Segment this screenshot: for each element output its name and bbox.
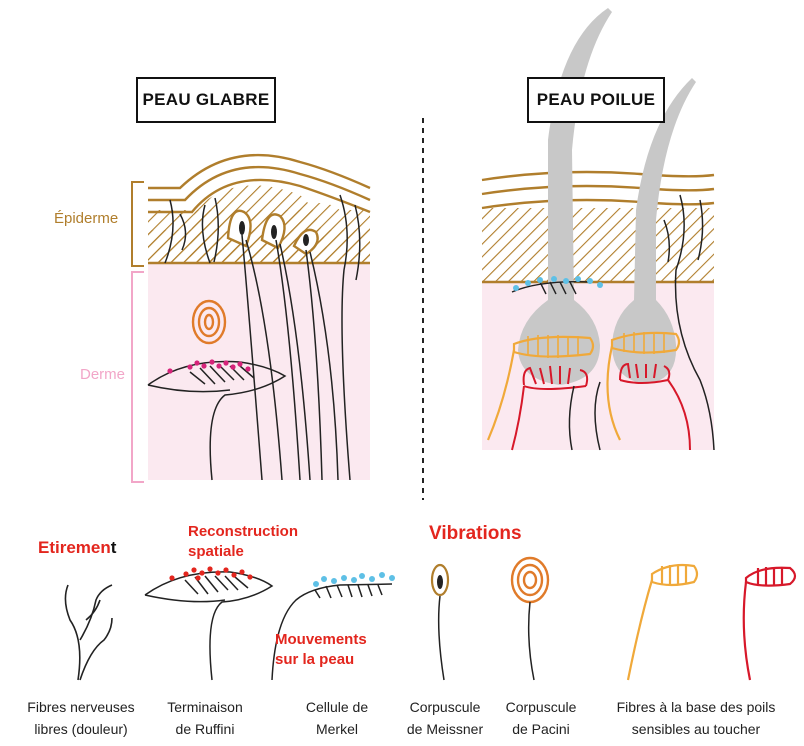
caption-line: de Pacini	[496, 718, 586, 740]
title-peau-poilue-text: PEAU POILUE	[537, 90, 656, 110]
caption-line: sensibles au toucher	[596, 718, 796, 740]
vibrations-annotation: Vibrations	[429, 523, 522, 545]
caption-line: Terminaison	[152, 696, 258, 718]
mouvements-line2: sur la peau	[275, 650, 367, 670]
free-nerve-endings-icon	[65, 585, 112, 680]
ruffini-icon	[145, 572, 272, 680]
title-peau-glabre-text: PEAU GLABRE	[142, 90, 269, 110]
caption-line: Fibres nerveuses	[14, 696, 148, 718]
caption-line: Corpuscule	[398, 696, 492, 718]
caption-fibres-nerveuses: Fibres nerveuses libres (douleur)	[14, 696, 148, 740]
epiderme-label: Épiderme	[54, 210, 118, 227]
caption-line: libres (douleur)	[14, 718, 148, 740]
reconstruction-line1: Reconstruction	[188, 522, 298, 542]
hairy-epidermis-hatch	[482, 208, 714, 282]
derme-label: Derme	[80, 366, 125, 383]
caption-fibres-poils: Fibres à la base des poils sensibles au …	[596, 696, 796, 740]
glabrous-skin-panel	[132, 155, 370, 482]
caption-line: de Ruffini	[152, 718, 258, 740]
caption-merkel: Cellule de Merkel	[296, 696, 378, 740]
hairy-skin-panel	[482, 8, 714, 450]
caption-line: Merkel	[296, 718, 378, 740]
caption-line: Fibres à la base des poils	[596, 696, 796, 718]
caption-line: Cellule de	[296, 696, 378, 718]
etirement-annotation: Etirement	[38, 538, 116, 558]
caption-meissner: Corpuscule de Meissner	[398, 696, 492, 740]
hair-fiber-orange-icon	[628, 565, 697, 680]
title-peau-glabre: PEAU GLABRE	[136, 77, 276, 123]
hair-fiber-red-icon	[744, 567, 795, 680]
reconstruction-line2: spatiale	[188, 542, 298, 562]
meissner-icon	[432, 565, 448, 680]
mouvements-annotation: Mouvements sur la peau	[275, 630, 367, 670]
caption-ruffini: Terminaison de Ruffini	[152, 696, 258, 740]
etirement-black-text: t	[111, 538, 117, 557]
reconstruction-annotation: Reconstruction spatiale	[188, 522, 298, 562]
hairy-dermis	[482, 282, 714, 450]
caption-line: de Meissner	[398, 718, 492, 740]
caption-line: Corpuscule	[496, 696, 586, 718]
legend-icons	[65, 558, 795, 680]
mouvements-line1: Mouvements	[275, 630, 367, 650]
pacini-icon	[512, 558, 548, 602]
etirement-red-text: Etiremen	[38, 538, 111, 557]
title-peau-poilue: PEAU POILUE	[527, 77, 665, 123]
caption-pacini: Corpuscule de Pacini	[496, 696, 586, 740]
